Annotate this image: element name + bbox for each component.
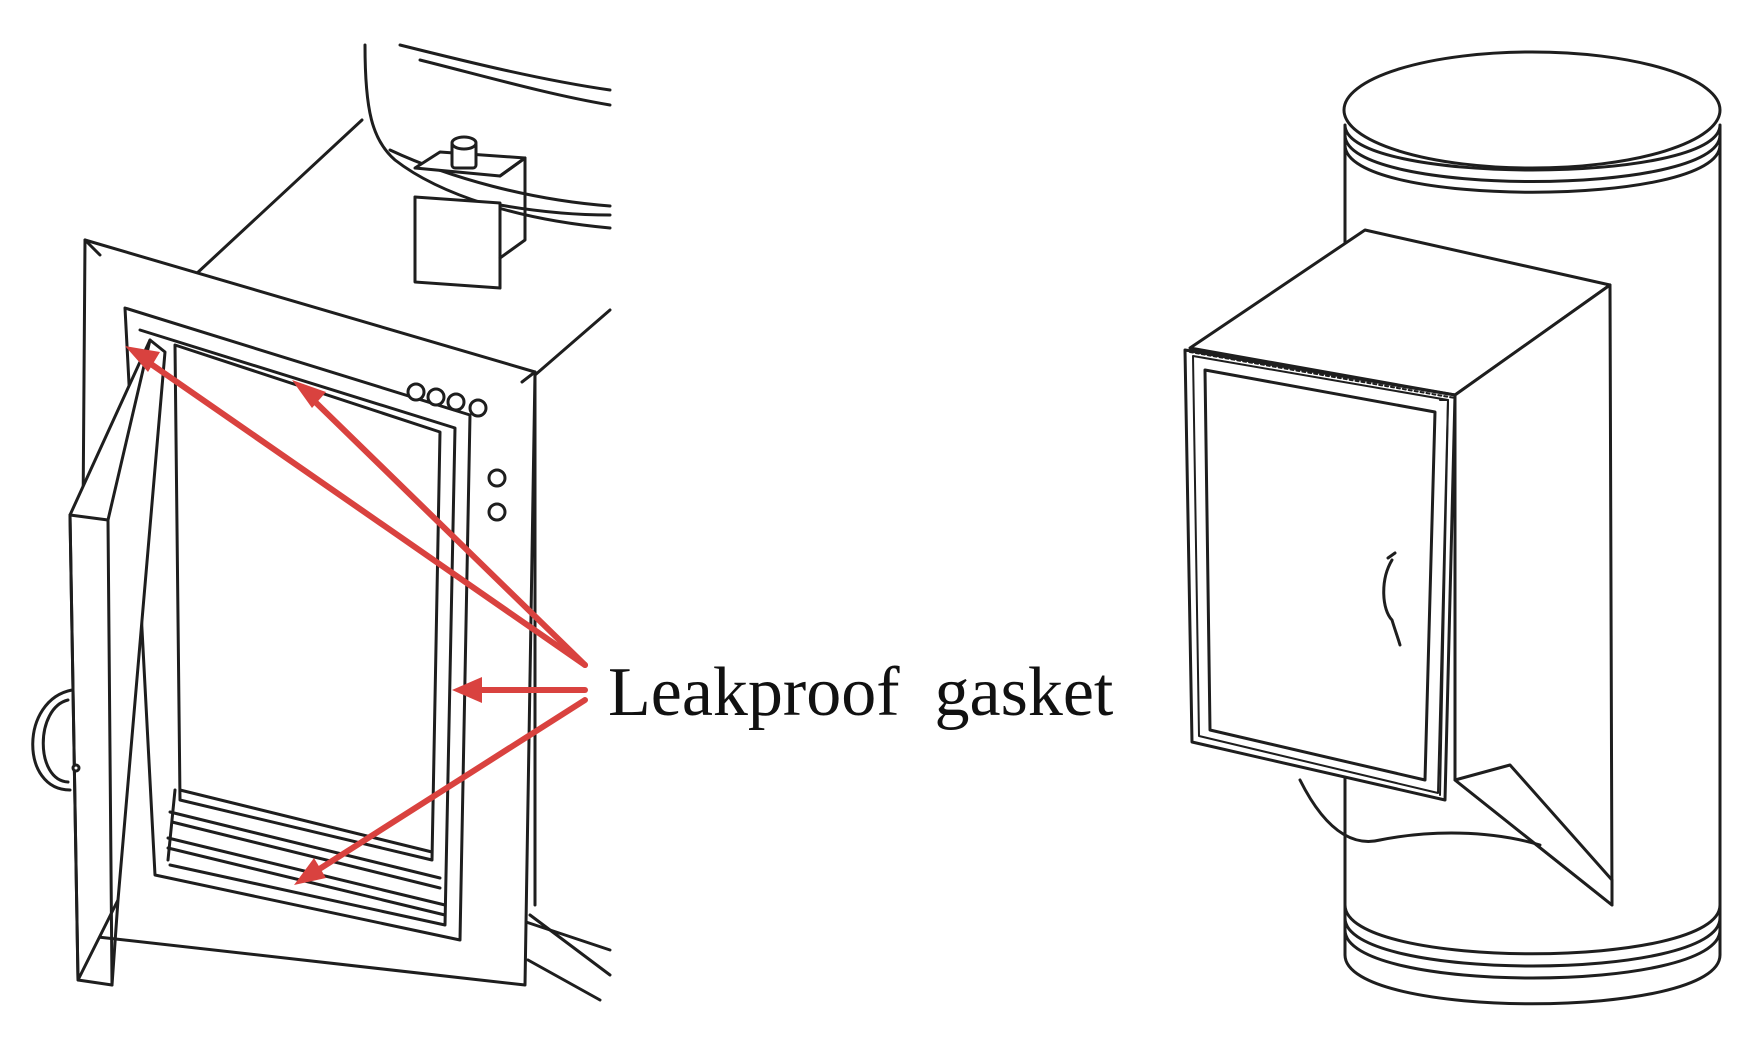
gasket-callout-arrows <box>125 346 588 885</box>
control-knobs <box>406 382 507 522</box>
top-rim-band <box>1343 123 1722 172</box>
dome-band-outer <box>398 43 612 92</box>
gasket-label: Leakproof gasket <box>608 654 1114 731</box>
chamber-opening <box>173 343 442 862</box>
arrow-to-bottom-edge <box>294 697 588 885</box>
dome-band-inner <box>418 58 612 107</box>
arrow-to-top-left-corner <box>125 346 588 668</box>
gasket-groove <box>138 328 457 927</box>
arrowhead <box>292 380 326 408</box>
left-chamber-drawing <box>31 43 612 1002</box>
door-panel <box>1203 368 1437 782</box>
right-cylinder-drawing <box>1183 50 1722 1006</box>
valve-fitting <box>413 135 527 290</box>
chamber-dome <box>363 43 612 230</box>
chamber-body <box>193 118 612 952</box>
door-handle-right <box>1382 558 1402 647</box>
door-gasket-edge <box>1192 355 1449 794</box>
stand-leg <box>526 913 612 1002</box>
arrow-to-top-edge <box>292 380 588 668</box>
open-door-panel <box>31 338 167 987</box>
cylinder-top-lid <box>1342 50 1722 170</box>
arrowhead <box>125 346 160 372</box>
door-handle <box>31 688 74 792</box>
arrowhead <box>294 858 326 885</box>
door-box <box>1188 228 1614 907</box>
arrow-to-right-edge <box>452 677 588 703</box>
bottom-rim-band <box>1343 903 1722 956</box>
arrowhead <box>452 677 482 703</box>
dome-band-lower <box>388 148 612 208</box>
gasket-strip <box>1189 351 1456 399</box>
